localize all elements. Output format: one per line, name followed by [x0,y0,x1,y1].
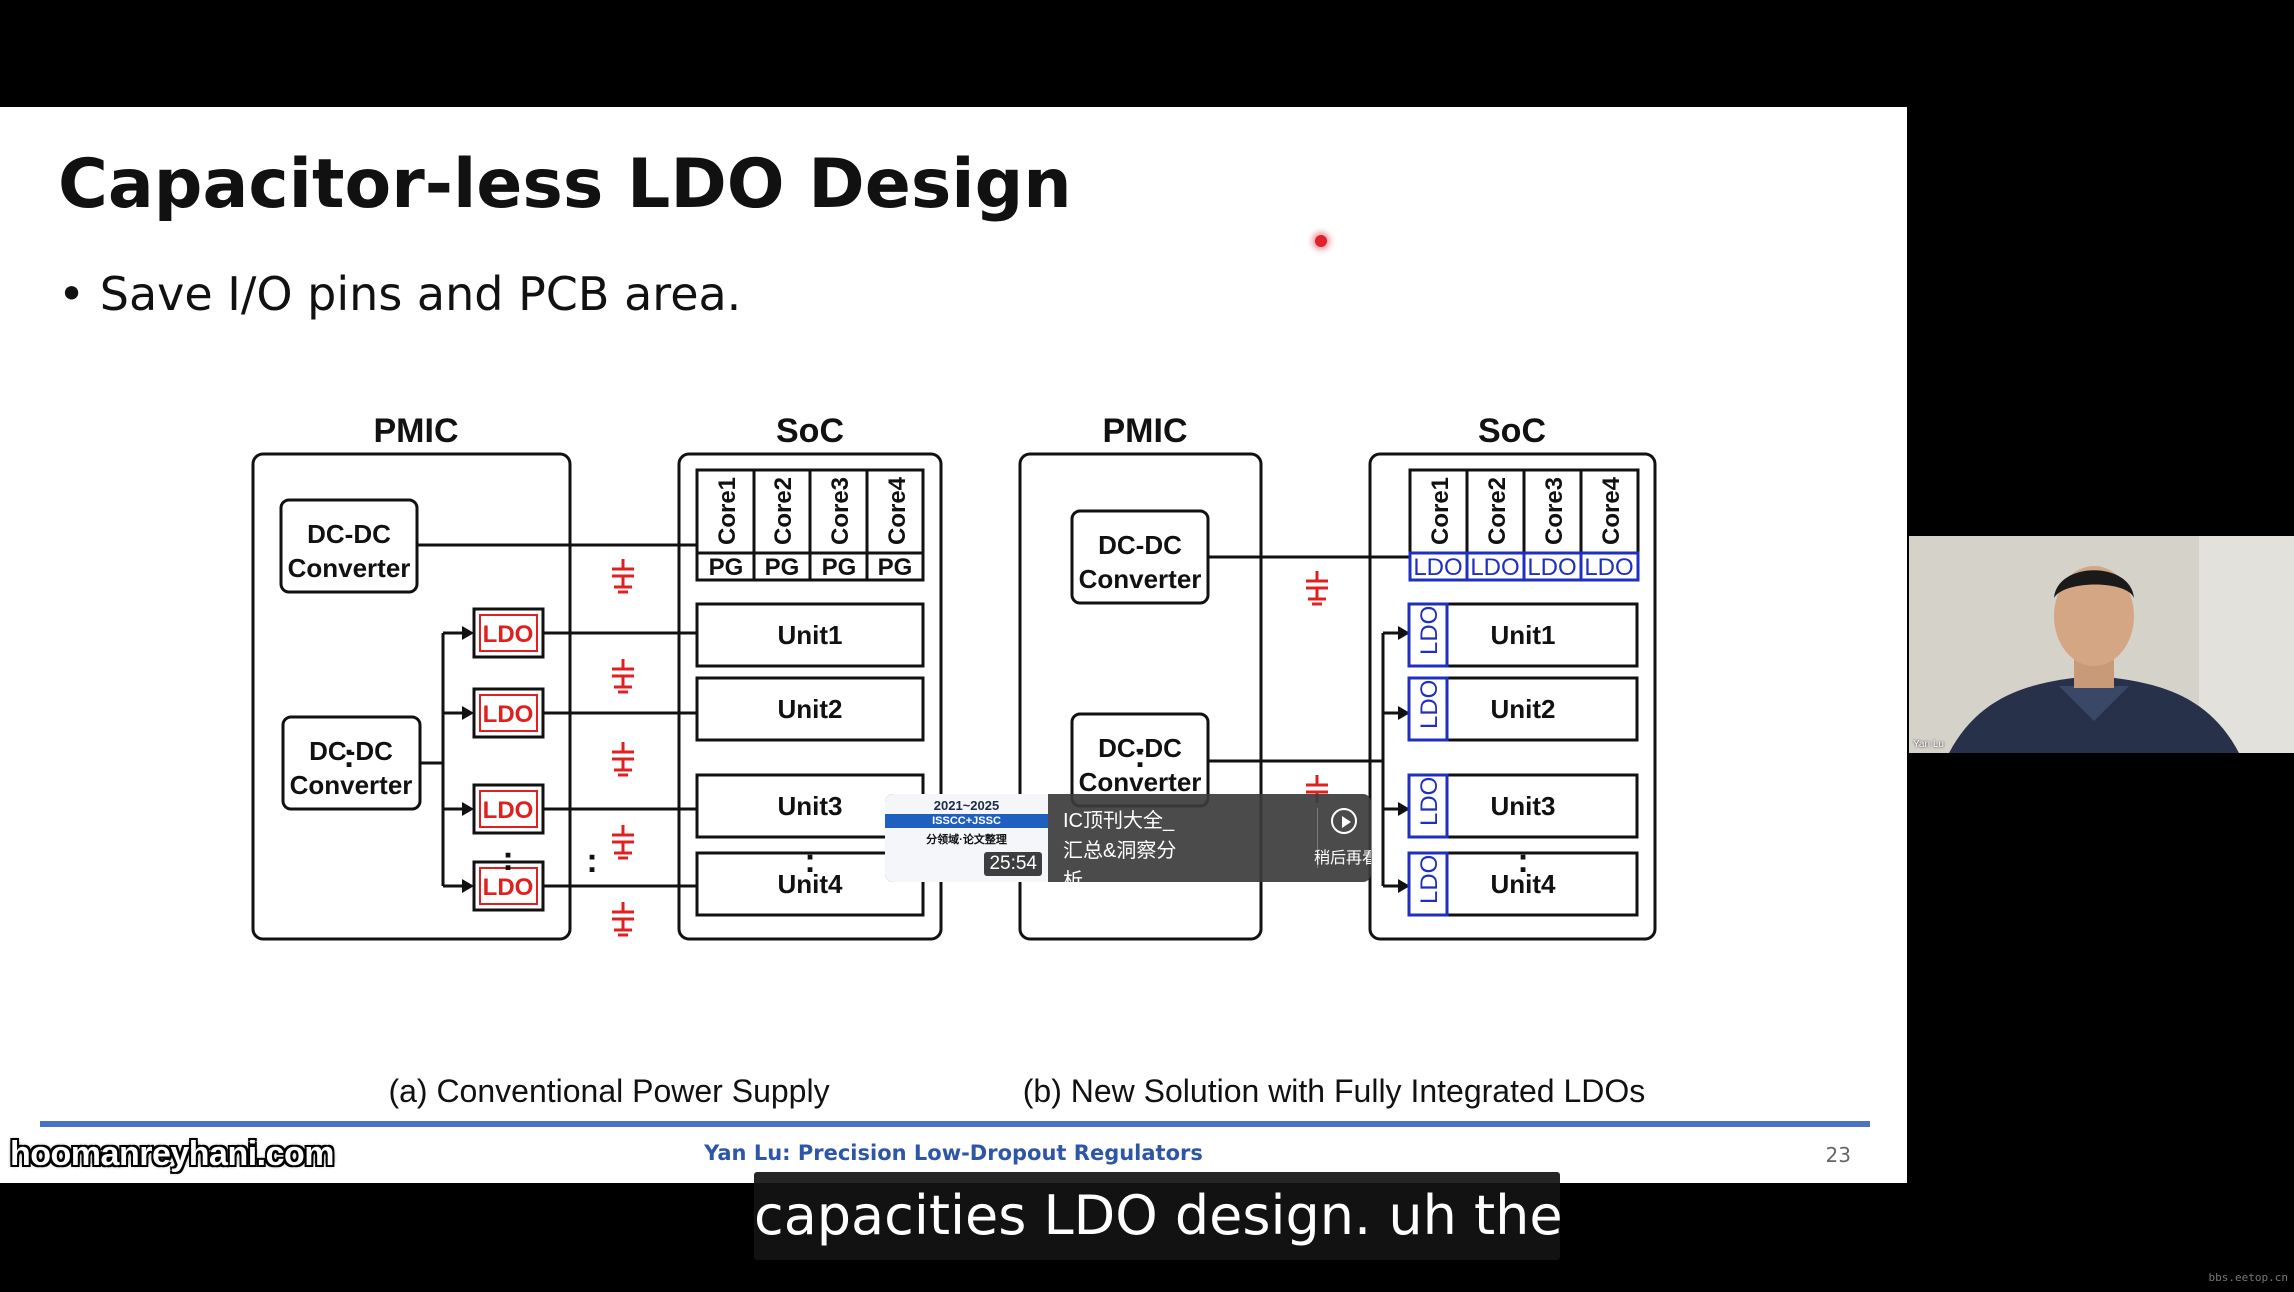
svg-text::: : [343,737,354,775]
webcam-name-label: Yan Lu [1913,739,1944,750]
video-subtitle: capacities LDO design. uh the [754,1172,1563,1260]
pmic-label-a: PMIC [374,412,459,450]
svg-text:Converter: Converter [1079,564,1202,594]
soc-label-b: SoC [1478,412,1546,450]
svg-text:PG: PG [765,554,800,581]
svg-text:Converter: Converter [290,770,413,800]
video-title[interactable]: IC顶刊大全_汇总&洞察分析 [1063,810,1177,882]
svg-text:LDO: LDO [1416,680,1443,729]
svg-text::: : [502,840,513,878]
watch-later-label: 稍后再看 [1314,850,1371,867]
watch-later-button[interactable]: 稍后再看 [1314,794,1371,882]
ldo-diagram: PMIC SoC DC-DC Converter DC-DC Converter… [251,412,1657,1109]
speaker-webcam: Yan Lu [1909,536,2294,753]
slide: Capacitor-less LDO Design • Save I/O pin… [0,107,1907,1183]
svg-text:LDO: LDO [483,874,534,901]
core1-label-a: Core1 [714,477,741,545]
svg-text:Unit1: Unit1 [1491,620,1556,650]
svg-text:LDO: LDO [483,797,534,824]
speaker-figure [1909,536,2294,753]
svg-text:Core3: Core3 [1541,477,1568,545]
svg-text:LDO: LDO [483,701,534,728]
footer-rule [40,1121,1870,1127]
thumb-subtitle: 分领域·论文整理 [926,834,1007,846]
svg-text:LDO: LDO [1527,554,1576,581]
svg-text:Core2: Core2 [1484,477,1511,545]
svg-text:LDO: LDO [483,621,534,648]
svg-text:LDO: LDO [1416,606,1443,655]
slide-title: Capacitor-less LDO Design [58,145,1072,224]
core2-label-a: Core2 [770,477,797,545]
svg-text:PG: PG [709,554,744,581]
pmic-label-b: PMIC [1103,412,1188,450]
video-duration: 25:54 [984,852,1042,876]
svg-text:Converter: Converter [1079,767,1202,797]
pmic-box-a [251,452,572,941]
svg-text:Unit3: Unit3 [1491,791,1556,821]
svg-text:Unit2: Unit2 [1491,694,1556,724]
unit2-label-a: Unit2 [778,694,843,724]
soc-label-a: SoC [776,412,844,450]
caption-a: (a) Conventional Power Supply [388,1073,829,1109]
svg-text:DC-DC: DC-DC [1098,733,1182,763]
corner-watermark: bbs.eetop.cn [2208,1271,2288,1284]
caption-b: (b) New Solution with Fully Integrated L… [1023,1073,1645,1109]
slide-footer: Yan Lu: Precision Low-Dropout Regulators [704,1141,1203,1165]
slide-number: 23 [1825,1143,1851,1167]
svg-text:Unit4: Unit4 [1491,869,1557,899]
core3-label-a: Core3 [827,477,854,545]
channel-watermark: hoomanreyhani.com [10,1135,335,1173]
svg-text::: : [586,842,597,880]
video-thumbnail[interactable]: 2021~2025 ISSCC+JSSC 分领域·论文整理 25:54 [885,794,1048,882]
unit3-label-a: Unit3 [778,791,843,821]
card-divider [1317,808,1318,868]
core4-label-a: Core4 [884,476,911,545]
svg-text:LDO: LDO [1413,554,1462,581]
soc-box-b [1368,452,1657,941]
svg-text:Converter: Converter [288,553,411,583]
svg-text:Core1: Core1 [1427,477,1454,545]
svg-text::: : [1517,842,1528,880]
pmic-box-b [1018,452,1263,941]
svg-text:DC-DC: DC-DC [307,519,391,549]
svg-text:DC-DC: DC-DC [309,736,393,766]
svg-text:LDO: LDO [1470,554,1519,581]
svg-text:Core4: Core4 [1598,476,1625,545]
soc-box-a [677,452,943,941]
svg-text::: : [1134,737,1145,775]
svg-text:PG: PG [822,554,857,581]
svg-text:DC-DC: DC-DC [1098,530,1182,560]
svg-text:LDO: LDO [1416,777,1443,826]
play-later-icon [1331,808,1357,834]
unit4-label-a: Unit4 [778,869,844,899]
recommended-video-card[interactable]: 2021~2025 ISSCC+JSSC 分领域·论文整理 25:54 IC顶刊… [885,794,1371,882]
laser-pointer-dot [1315,235,1327,247]
thumb-band: ISSCC+JSSC [885,814,1048,828]
slide-bullet: • Save I/O pins and PCB area. [58,267,742,321]
svg-text::: : [804,842,815,880]
unit1-label-a: Unit1 [778,620,843,650]
thumb-year: 2021~2025 [933,798,1000,813]
svg-text:LDO: LDO [1416,855,1443,904]
svg-text:PG: PG [878,554,913,581]
svg-text:LDO: LDO [1584,554,1633,581]
